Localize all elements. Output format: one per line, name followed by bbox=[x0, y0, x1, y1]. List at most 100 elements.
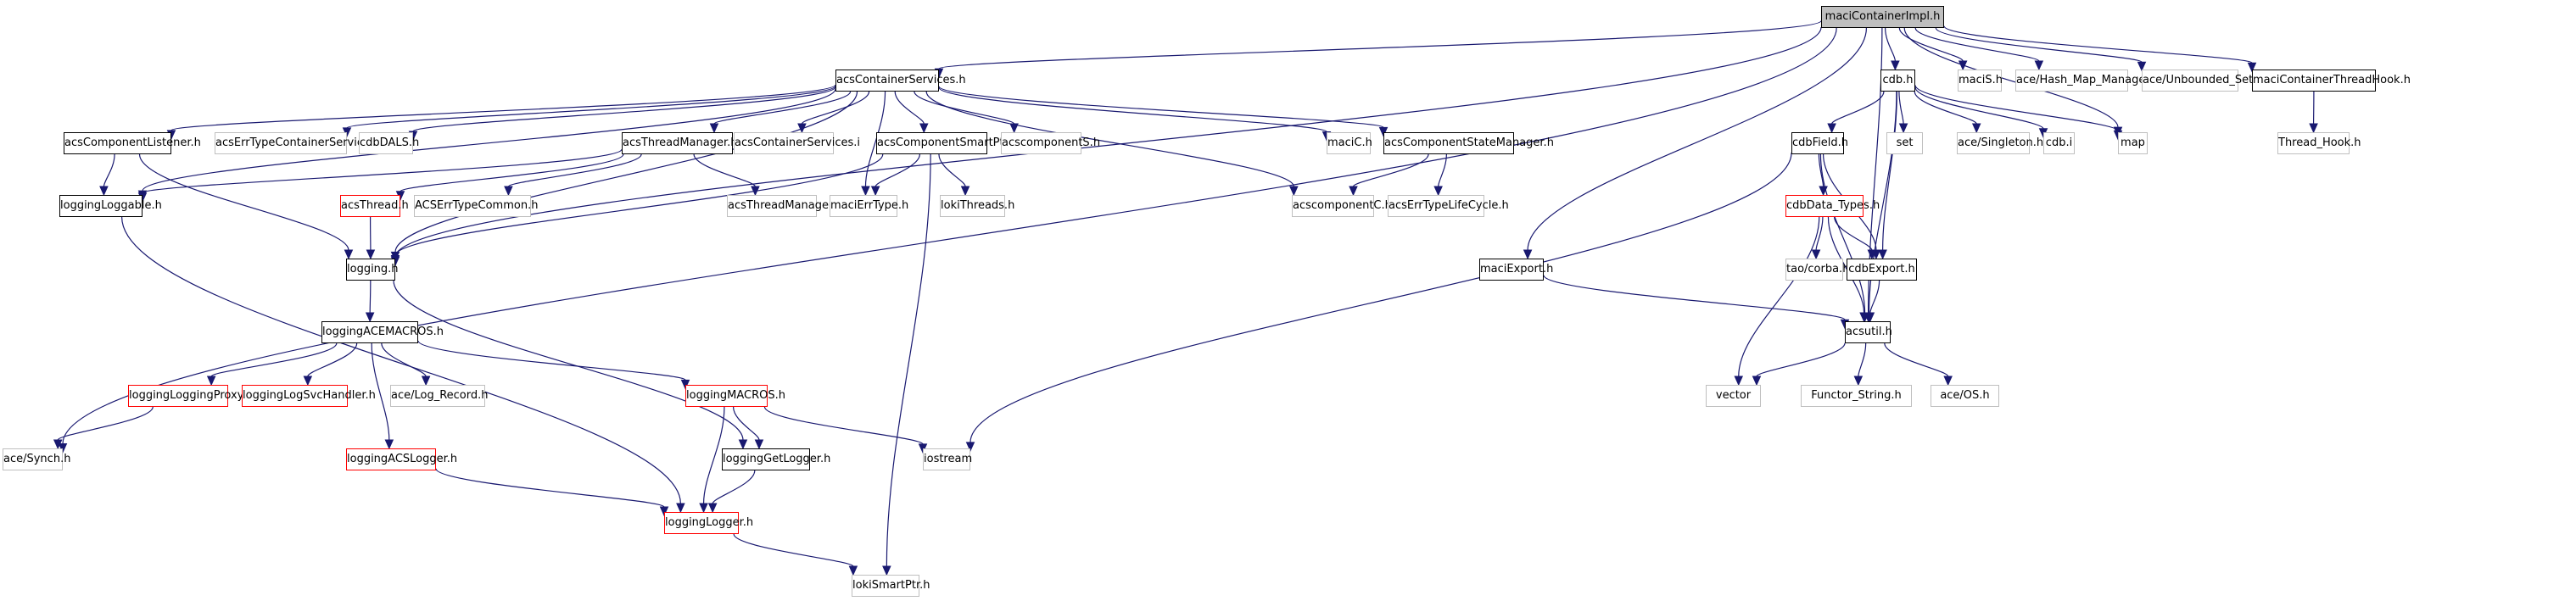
graph-node-loki-smart-ptr[interactable]: lokiSmartPtr.h bbox=[852, 575, 930, 597]
graph-node-logging-logger[interactable]: loggingLogger.h bbox=[664, 512, 753, 534]
graph-node-ace-singleton[interactable]: ace/Singleton.h bbox=[1957, 132, 2043, 154]
arrowhead-icon bbox=[2137, 61, 2147, 72]
graph-node-thread-hook[interactable]: Thread_Hook.h bbox=[2277, 132, 2361, 154]
graph-node-ace-os[interactable]: ace/OS.h bbox=[1931, 385, 1999, 407]
graph-edge bbox=[732, 406, 764, 450]
graph-node-maci-err-type[interactable]: maciErrType.h bbox=[830, 195, 908, 217]
graph-edge bbox=[763, 406, 928, 454]
graph-node-maci-c[interactable]: maciC.h bbox=[1327, 132, 1372, 154]
graph-node-logging-loggable[interactable]: loggingLoggable.h bbox=[59, 195, 162, 217]
graph-node-logging-get-logger[interactable]: loggingGetLogger.h bbox=[722, 448, 830, 470]
graph-edge bbox=[1827, 91, 1885, 134]
graph-node-logging-macros[interactable]: loggingMACROS.h bbox=[685, 385, 785, 407]
graph-edge bbox=[1914, 85, 2123, 141]
graph-node-ace-log-record[interactable]: ace/Log_Record.h bbox=[390, 385, 489, 407]
arrowhead-icon bbox=[882, 565, 891, 576]
graph-edge bbox=[121, 216, 685, 514]
graph-node-maci-container-thread-hook[interactable]: maciContainerThreadHook.h bbox=[2252, 70, 2411, 92]
graph-node-logging-acemacros[interactable]: loggingACEMACROS.h bbox=[321, 321, 444, 343]
arrowhead-icon bbox=[504, 186, 513, 197]
arrowhead-icon bbox=[965, 442, 975, 453]
arrowhead-icon bbox=[1859, 312, 1869, 323]
graph-node-maci-container-impl[interactable]: maciContainerImpl.h bbox=[1821, 6, 1944, 28]
graph-node-vector[interactable]: vector bbox=[1706, 385, 1761, 407]
graph-edge bbox=[938, 153, 970, 197]
graph-node-logging[interactable]: logging.h bbox=[346, 259, 399, 281]
graph-edge bbox=[1349, 153, 1429, 197]
arrowhead-icon bbox=[421, 376, 431, 387]
graph-node-acs-err-type-life-cycle[interactable]: acsErrTypeLifeCycle.h bbox=[1388, 195, 1509, 217]
graph-node-cdb-export[interactable]: cdbExport.h bbox=[1847, 259, 1917, 281]
graph-edge bbox=[693, 153, 760, 197]
graph-edge bbox=[914, 91, 1019, 134]
graph-edge bbox=[381, 342, 431, 387]
graph-node-cdb-data-types[interactable]: cdbData_Types.h bbox=[1785, 195, 1880, 217]
arrowhead-icon bbox=[870, 186, 880, 197]
graph-node-acs-thread[interactable]: acsThread.h bbox=[340, 195, 409, 217]
graph-node-loki-threads[interactable]: lokiThreads.h bbox=[940, 195, 1014, 217]
graph-edge bbox=[393, 280, 748, 450]
graph-node-acs-container-services-i[interactable]: acsContainerServices.i bbox=[734, 132, 860, 154]
arrowhead-icon bbox=[699, 503, 708, 514]
arrowhead-icon bbox=[2309, 123, 2318, 134]
graph-node-logging-logging-proxy[interactable]: loggingLoggingProxy.h bbox=[128, 385, 253, 407]
graph-node-maci-s[interactable]: maciS.h bbox=[1958, 70, 2003, 92]
graph-node-logging-acslogger[interactable]: loggingACSLogger.h bbox=[346, 448, 457, 470]
graph-node-acs-component-state-manager[interactable]: acsComponentStateManager.h bbox=[1383, 132, 1554, 154]
graph-node-acsutil[interactable]: acsutil.h bbox=[1845, 321, 1892, 343]
graph-node-unbounded-set[interactable]: ace/Unbounded_Set.h bbox=[2142, 70, 2264, 92]
graph-node-tao-corba[interactable]: tao/corba.h bbox=[1785, 259, 1849, 281]
arrowhead-icon bbox=[1971, 123, 1981, 134]
graph-edge bbox=[2309, 91, 2318, 134]
graph-edge bbox=[1734, 216, 1820, 387]
graph-edge bbox=[894, 91, 929, 134]
arrowhead-icon bbox=[707, 503, 718, 514]
arrowhead-icon bbox=[206, 376, 216, 387]
arrowhead-icon bbox=[384, 439, 394, 450]
arrowhead-icon bbox=[344, 249, 354, 260]
graph-node-functor-string[interactable]: Functor_String.h bbox=[1801, 385, 1912, 407]
graph-edge bbox=[733, 533, 858, 576]
graph-node-acserr-type-common[interactable]: ACSErrTypeCommon.h bbox=[414, 195, 538, 217]
graph-node-acs-err-type-container-services[interactable]: acsErrTypeContainerServices.h bbox=[215, 132, 386, 154]
graph-node-acs-component-listener[interactable]: acsComponentListener.h bbox=[64, 132, 201, 154]
graph-edge bbox=[1853, 342, 1867, 387]
graph-node-acs-container-services[interactable]: acsContainerServices.h bbox=[835, 70, 966, 92]
arrowhead-icon bbox=[738, 439, 748, 450]
graph-edge bbox=[882, 153, 931, 576]
graph-node-logging-log-svc-handler[interactable]: loggingLogSvcHandler.h bbox=[242, 385, 376, 407]
arrowhead-icon bbox=[676, 503, 685, 514]
graph-node-cdb-i[interactable]: cdb.i bbox=[2043, 132, 2075, 154]
arrowhead-icon bbox=[303, 376, 313, 387]
graph-edge bbox=[1865, 280, 1880, 323]
arrowhead-icon bbox=[1752, 376, 1762, 387]
graph-edge bbox=[1914, 27, 2044, 71]
graph-edge bbox=[365, 280, 375, 323]
graph-node-acs-thread-manager-i[interactable]: acsThreadManager.i bbox=[727, 195, 839, 217]
arrowhead-icon bbox=[1523, 249, 1533, 260]
graph-node-acs-component-smart-ptr[interactable]: acsComponentSmartPtr.h bbox=[876, 132, 1018, 154]
arrowhead-icon bbox=[919, 123, 929, 134]
graph-node-acs-thread-manager[interactable]: acsThreadManager.h bbox=[622, 132, 738, 154]
graph-node-ace-synch[interactable]: ace/Synch.h bbox=[3, 448, 70, 470]
graph-edge bbox=[938, 86, 1389, 137]
graph-edge bbox=[1898, 91, 1908, 134]
graph-node-hash-map-mgr[interactable]: ace/Hash_Map_Manager.h bbox=[2015, 70, 2160, 92]
graph-node-map[interactable]: map bbox=[2118, 132, 2148, 154]
arrowhead-icon bbox=[709, 123, 719, 134]
graph-node-iostream[interactable]: iostream bbox=[923, 448, 972, 470]
arrowhead-icon bbox=[1433, 186, 1443, 197]
graph-edge bbox=[395, 153, 624, 201]
graph-node-cdb-field[interactable]: cdbField.h bbox=[1791, 132, 1848, 154]
graph-node-acscomponent-s[interactable]: acscomponentS.h bbox=[1001, 132, 1100, 154]
graph-node-maci-export[interactable]: maciExport.h bbox=[1479, 259, 1553, 281]
graph-edge bbox=[1827, 216, 1869, 323]
arrowhead-icon bbox=[2034, 60, 2044, 71]
arrowhead-icon bbox=[848, 565, 858, 576]
graph-node-cdb[interactable]: cdb.h bbox=[1880, 70, 1915, 92]
graph-node-acscomponent-c[interactable]: acscomponentC.h bbox=[1292, 195, 1392, 217]
graph-node-set[interactable]: set bbox=[1886, 132, 1923, 154]
graph-edge bbox=[934, 20, 1822, 79]
graph-node-cdb-dals[interactable]: cdbDALS.h bbox=[359, 132, 419, 154]
arrowhead-icon bbox=[1827, 123, 1836, 134]
